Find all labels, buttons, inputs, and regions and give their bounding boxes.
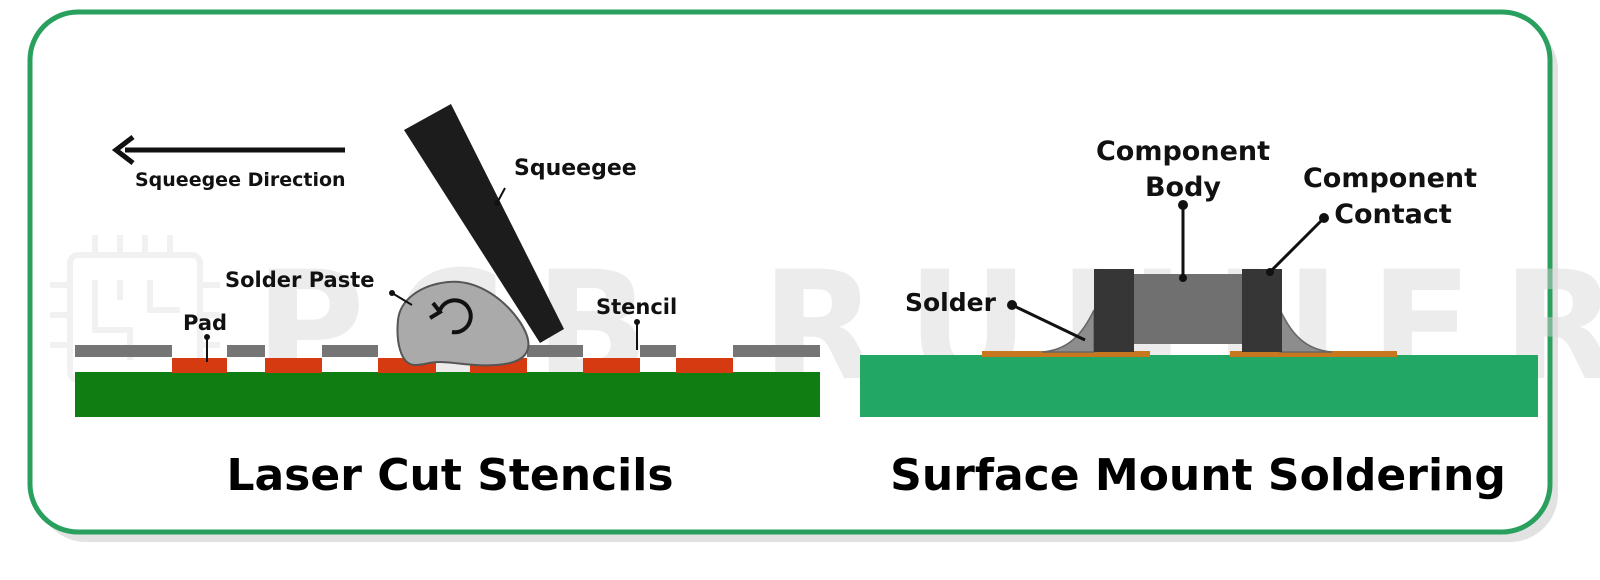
solder-paste (396, 280, 530, 367)
component-body-label-line2: Body (1145, 172, 1221, 203)
component-body-label-line1: Component (1096, 136, 1270, 167)
contact-leader-dot (1319, 213, 1329, 223)
body-leader-dot (1178, 200, 1188, 210)
component-contact-right (1242, 269, 1282, 352)
direction-arrow-head (111, 135, 135, 165)
pad-label: Pad (183, 311, 227, 335)
copper-pad-left (982, 351, 1150, 357)
body-leader-end (1179, 274, 1187, 282)
pad (583, 358, 640, 373)
stencil-segment (322, 345, 378, 357)
component-contact-label-line2: Contact (1334, 199, 1452, 230)
component-body (1130, 274, 1244, 344)
rotation-icon (428, 298, 473, 335)
contact-leader-end (1266, 268, 1274, 276)
squeegee-blade (404, 104, 564, 343)
stencil-segment (75, 345, 172, 357)
paste-leader-dot (389, 290, 395, 296)
stencil-diagram: Squeegee Direction (75, 104, 820, 501)
solder-leader (1011, 303, 1086, 342)
pad (676, 358, 733, 373)
squeegee-label: Squeegee (514, 156, 637, 181)
squeegee-direction-label: Squeegee Direction (135, 169, 346, 191)
contact-leader (1268, 216, 1326, 274)
solder-paste-label: Solder Paste (225, 268, 374, 292)
smt-diagram: Component Body Component Contact Solder … (860, 136, 1538, 501)
squeegee-leader-dot (494, 200, 500, 206)
stencil-segment (733, 345, 820, 357)
smt-title: Surface Mount Soldering (890, 450, 1506, 501)
solder-fillet-left (1041, 309, 1095, 353)
stencil-leader-dot (634, 319, 640, 325)
pad (265, 358, 322, 373)
pcb-board-smt (860, 355, 1538, 417)
pad-leader-dot (204, 334, 210, 340)
solder-fillet-right (1279, 309, 1333, 353)
stencil-segment (527, 345, 583, 357)
paste-leader (391, 292, 413, 306)
copper-pad-right (1230, 351, 1397, 357)
component-contact-label-line1: Component (1303, 163, 1477, 194)
stencil-label: Stencil (596, 295, 677, 319)
stencil-segment (227, 345, 265, 357)
solder-label: Solder (905, 288, 997, 317)
pad (172, 358, 227, 373)
stencil-segment (640, 345, 676, 357)
component-contact-left (1094, 269, 1134, 352)
solder-leader-dot (1007, 300, 1017, 310)
pcb-board (75, 372, 820, 417)
stencil-title: Laser Cut Stencils (226, 450, 673, 501)
